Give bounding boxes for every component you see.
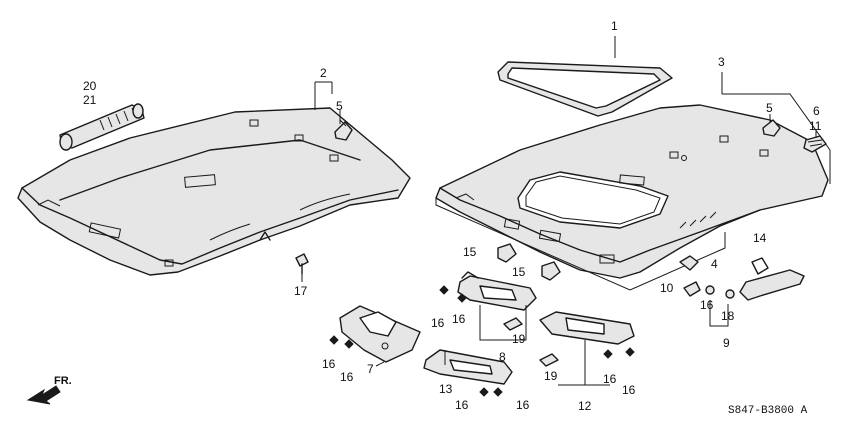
bulb-19-lower	[539, 353, 559, 367]
label-12: 12	[578, 399, 592, 413]
label-16-d: 16	[340, 370, 354, 384]
sunroof-seal	[497, 61, 673, 117]
leader-lines	[301, 36, 817, 386]
clip-15-lower	[541, 261, 561, 281]
label-18: 18	[721, 309, 735, 323]
label-16-a: 16	[431, 316, 445, 330]
label-15-upper: 15	[463, 245, 477, 259]
label-13: 13	[439, 382, 453, 396]
label-20: 20	[83, 79, 97, 93]
clip-5-right	[762, 119, 781, 137]
part-labels: 1 2 3 4 5 5 6 7 8 9 10 11 12 13 14 15 15…	[83, 19, 822, 413]
label-19-upper: 19	[512, 332, 526, 346]
label-11: 11	[809, 119, 822, 133]
label-16-c: 16	[322, 357, 336, 371]
label-5-right: 5	[766, 101, 773, 115]
label-16-h: 16	[622, 383, 636, 397]
sun-visor-12	[539, 311, 635, 345]
label-6: 6	[813, 104, 820, 118]
clip-6	[803, 135, 827, 153]
front-direction-label: FR.	[54, 375, 72, 387]
label-5-left: 5	[336, 99, 343, 113]
headliner-left	[17, 107, 411, 276]
screws-16	[329, 285, 635, 397]
clip-5-left	[334, 119, 353, 141]
headliner-right	[435, 104, 829, 279]
label-16-i: 16	[700, 298, 714, 312]
label-16-b: 16	[452, 312, 466, 326]
label-21: 21	[83, 93, 97, 107]
clip-4	[679, 255, 699, 271]
label-16-g: 16	[603, 372, 617, 386]
label-8: 8	[499, 350, 506, 364]
diagram-code: S847-B3800 A	[728, 405, 808, 417]
screw-17	[295, 253, 309, 275]
label-15-lower: 15	[512, 265, 526, 279]
label-2: 2	[320, 66, 327, 80]
label-9: 9	[723, 336, 730, 350]
sun-visor-13	[423, 349, 513, 385]
screw-16-handle	[705, 285, 735, 299]
label-19-lower: 19	[544, 369, 558, 383]
clip-15-upper	[497, 243, 517, 263]
label-7: 7	[367, 362, 374, 376]
label-16-f: 16	[516, 398, 530, 412]
bulb-19-upper	[503, 317, 523, 331]
sun-visor-8	[457, 271, 537, 311]
label-14: 14	[753, 231, 767, 245]
handle-spring-part	[59, 103, 145, 151]
label-3: 3	[718, 55, 725, 69]
sun-visor-7	[339, 305, 421, 363]
grab-handle-14	[739, 257, 805, 301]
label-16-e: 16	[455, 398, 469, 412]
label-4: 4	[711, 257, 718, 271]
front-direction-arrow: FR.	[26, 375, 72, 405]
label-17: 17	[294, 284, 308, 298]
bracket-3	[435, 93, 831, 291]
label-10: 10	[660, 281, 674, 295]
bracket-10	[683, 281, 701, 297]
label-1: 1	[611, 19, 618, 33]
